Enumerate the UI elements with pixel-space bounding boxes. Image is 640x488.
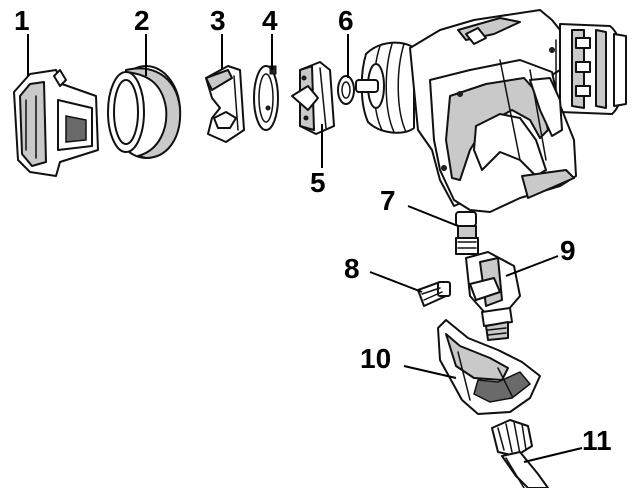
part-8-fitting [417,281,451,307]
callout-numbers: 1 2 3 4 5 6 7 8 9 10 11 [14,5,612,456]
part-11-hose [491,419,549,488]
part-2-ring [107,65,182,159]
leader-11 [523,447,583,463]
spray-gun-body [355,9,627,213]
leader-8 [369,271,423,293]
leader-9 [505,255,559,277]
part-5-valve-seat [291,61,335,135]
part-1-air-cap [13,69,99,177]
callout-11: 11 [582,425,612,456]
leader-lines [27,34,583,463]
leader-10 [403,365,457,379]
part-3-nozzle [205,65,245,143]
part-10-deflector [437,319,541,415]
callout-6: 6 [338,5,354,36]
callout-1: 1 [14,5,30,36]
callout-7: 7 [380,185,396,216]
callout-9: 9 [560,235,576,266]
callout-8: 8 [344,253,360,284]
part-7-connector [455,211,479,255]
callout-4: 4 [262,5,278,36]
callout-10: 10 [360,343,391,374]
part-9-tube-holder [465,251,521,341]
callout-2: 2 [134,5,150,36]
callout-5: 5 [310,167,326,198]
leader-7 [407,205,459,227]
part-6-seal [337,75,355,105]
part-4-gasket [253,65,279,131]
callout-3: 3 [210,5,226,36]
